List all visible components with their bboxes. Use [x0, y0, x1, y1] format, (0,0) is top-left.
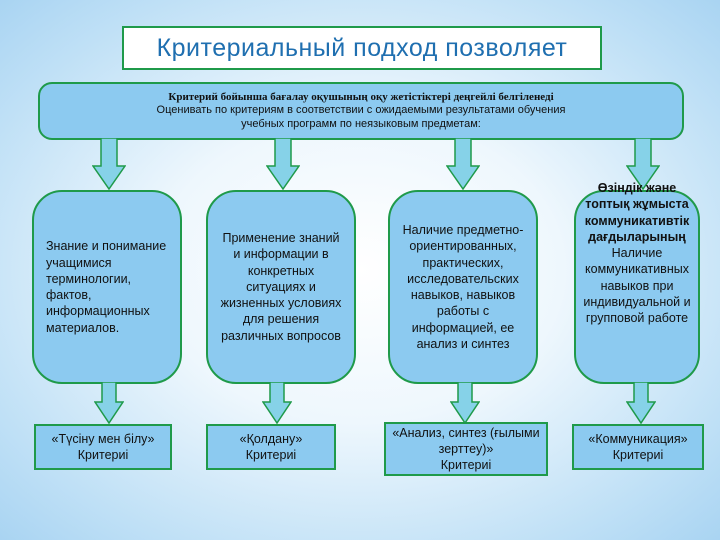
knowledge-node: Знание и понимание учащимися терминологи…	[32, 190, 182, 384]
down-arrow-1	[92, 138, 126, 190]
skills-node: Наличие предметно-ориентированных, практ…	[388, 190, 538, 384]
banner-russian-line-1: Оценивать по критериям в соответствии с …	[156, 104, 566, 117]
banner-russian-line-2: учебных программ по неязыковым предметам…	[241, 117, 481, 130]
criterion-suffix: Критериі	[612, 448, 664, 462]
application-node-text: Применение знаний и информации в конкрет…	[220, 231, 342, 343]
criterion-label: «Коммуникация»	[588, 431, 688, 446]
communication-node-content: Өзіндік және топтық жұмыста коммуникатив…	[576, 180, 698, 326]
criterion-label: «Қолдану»	[239, 431, 303, 446]
knowledge-node-text: Знание и понимание учащимися терминологи…	[46, 239, 167, 335]
skills-node-text: Наличие предметно-ориентированных, практ…	[402, 223, 524, 351]
down-arrow-6	[262, 382, 292, 424]
banner-kazakh-line: Критерий бойынша бағалау оқушының оқу же…	[168, 91, 554, 104]
down-arrow-8	[626, 382, 656, 424]
down-arrow-4	[626, 138, 660, 190]
communication-node-text: Наличие коммуникативных навыков при инди…	[583, 246, 691, 325]
application-criterion-box: «Қолдану» Критериі	[206, 424, 336, 470]
diagram-title: Критериальный подход позволяет	[122, 26, 602, 70]
analysis-criterion-box: «Анализ, синтез (ғылыми зерттеу)» Критери…	[384, 422, 548, 476]
communication-node-bold: Өзіндік және топтық жұмыста коммуникатив…	[584, 181, 690, 244]
down-arrow-3	[446, 138, 480, 190]
understanding-criterion-box: «Түсіну мен білу» Критериі	[34, 424, 172, 470]
down-arrow-7	[450, 382, 480, 424]
criterion-suffix: Критериі	[245, 448, 297, 462]
communication-criterion-box: «Коммуникация» Критериі	[572, 424, 704, 470]
application-node: Применение знаний и информации в конкрет…	[206, 190, 356, 384]
communication-node: Өзіндік және топтық жұмыста коммуникатив…	[574, 181, 700, 384]
criterion-suffix: Критериі	[440, 458, 492, 473]
down-arrow-2	[266, 138, 300, 190]
main-statement-banner: Критерий бойынша бағалау оқушының оқу же…	[38, 82, 684, 140]
criterion-label: «Түсіну мен білу»	[51, 431, 155, 446]
criterion-label: «Анализ, синтез (ғылыми зерттеу)»	[392, 425, 540, 456]
down-arrow-5	[94, 382, 124, 424]
criterion-suffix: Критериі	[77, 448, 129, 462]
